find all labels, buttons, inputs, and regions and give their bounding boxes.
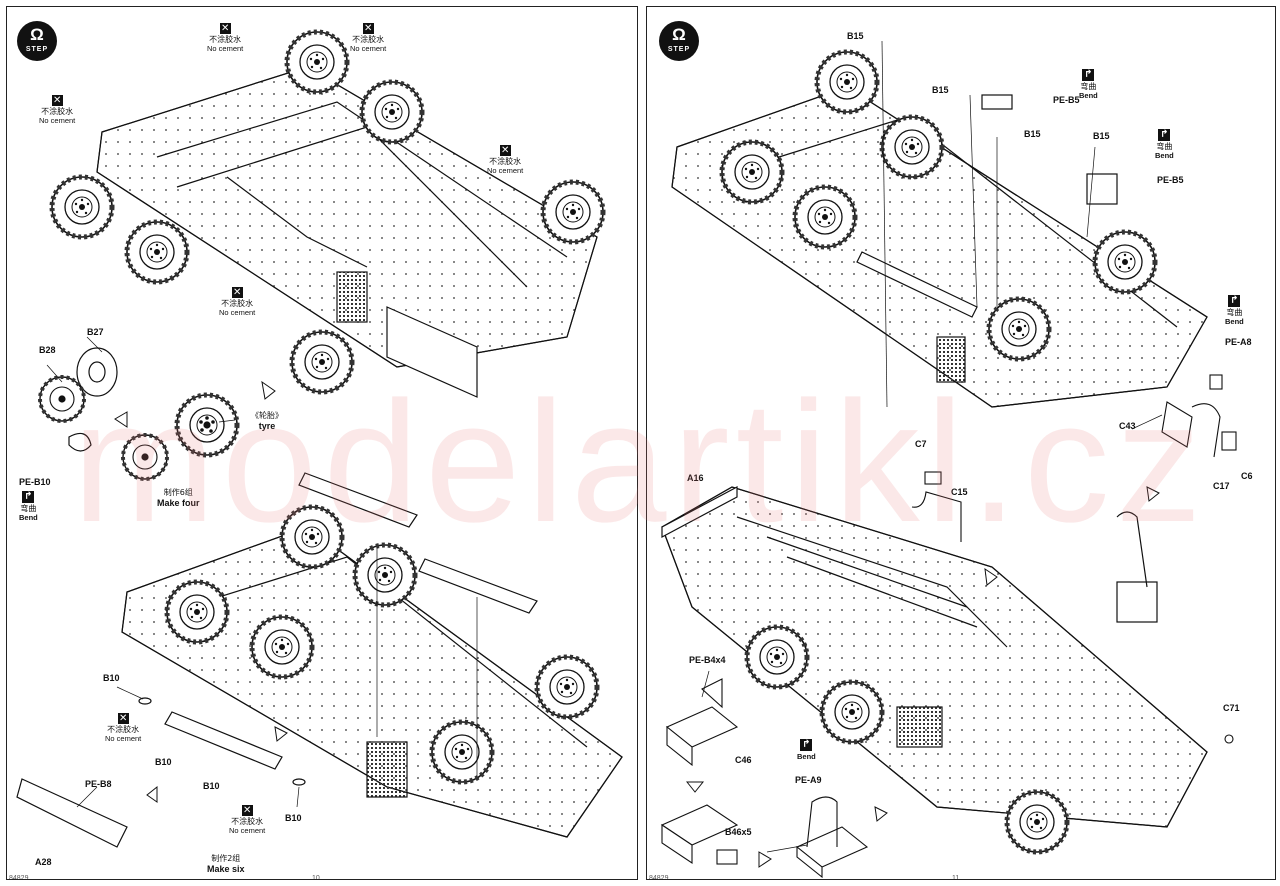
part-label-a16: A16 [687, 473, 704, 483]
part-label-c15: C15 [951, 487, 968, 497]
wheel-buildup [38, 347, 237, 481]
catalog-number: 84829 [649, 875, 669, 880]
part-label-pe-b4x4: PE-B4x4 [689, 655, 726, 665]
part-label-b46x5: B46x5 [725, 827, 752, 837]
step-number: Ω [672, 25, 686, 44]
no-cement-icon: ✕ [117, 713, 129, 724]
flow-arrows [685, 486, 1160, 868]
chassis-lower-assembly [661, 486, 1208, 828]
running-board-parts [16, 697, 306, 848]
part-label-c71: C71 [1223, 703, 1240, 713]
step-word: STEP [25, 46, 49, 53]
part-label-pe-b5: PE-B5 [1053, 95, 1080, 105]
flow-arrows [114, 380, 288, 803]
no-cement-icon: ✕ [219, 23, 231, 34]
right-page-drawing [660, 40, 1237, 879]
part-label-c43: C43 [1119, 421, 1136, 431]
no-cement-icon: ✕ [241, 805, 253, 816]
catalog-number: 84829 [9, 875, 29, 880]
page-number: 10 [312, 875, 320, 880]
part-label-pe-b8: PE-B8 [85, 779, 112, 789]
step-word: STEP [667, 46, 691, 53]
chassis-bottom-assembly [121, 472, 623, 838]
part-label-b28: B28 [39, 345, 56, 355]
part-label-pe-b10: PE-B10 [19, 477, 51, 487]
part-label-c7: C7 [915, 439, 927, 449]
bend-icon: ↱ [22, 491, 35, 503]
part-label-pe-b5: PE-B5 [1157, 175, 1184, 185]
no-cement-icon: ✕ [499, 145, 511, 156]
part-label-b27: B27 [87, 327, 104, 337]
chassis-upper-assembly [671, 86, 1208, 408]
part-label-a28: A28 [35, 857, 52, 867]
part-label-b10: B10 [203, 781, 220, 791]
part-label-pe-a8: PE-A8 [1225, 337, 1252, 347]
page-number: 11 [952, 875, 960, 880]
part-label-b15: B15 [1024, 129, 1041, 139]
step-badge: Ω STEP [17, 21, 57, 61]
no-cement-icon: ✕ [51, 95, 63, 106]
bend-icon: ↱ [1228, 295, 1241, 307]
no-cement-icon: ✕ [231, 287, 243, 298]
step-badge: Ω STEP [659, 21, 699, 61]
part-label-b10: B10 [155, 757, 172, 767]
part-label-b10: B10 [285, 813, 302, 823]
part-label-b15: B15 [1093, 131, 1110, 141]
part-label-c46: C46 [735, 755, 752, 765]
step-number: Ω [30, 25, 44, 44]
part-label-c6: C6 [1241, 471, 1253, 481]
tyre-label: 《轮胎》tyre [251, 411, 283, 431]
left-page-drawing [16, 7, 623, 848]
bend-icon: ↱ [800, 739, 813, 751]
part-label-b10: B10 [103, 673, 120, 683]
part-label-b15: B15 [847, 31, 864, 41]
step-parts-top [911, 374, 1237, 542]
part-label-c17: C17 [1213, 481, 1230, 491]
part-label-pe-a9: PE-A9 [795, 775, 822, 785]
bend-icon: ↱ [1158, 129, 1171, 141]
chassis-top-assembly [96, 66, 598, 398]
no-cement-icon: ✕ [362, 23, 374, 34]
bend-icon: ↱ [1082, 69, 1095, 81]
bend-note: ↱Bend [797, 739, 816, 761]
part-label-b15: B15 [932, 85, 949, 95]
tool-box-parts [660, 678, 1234, 879]
